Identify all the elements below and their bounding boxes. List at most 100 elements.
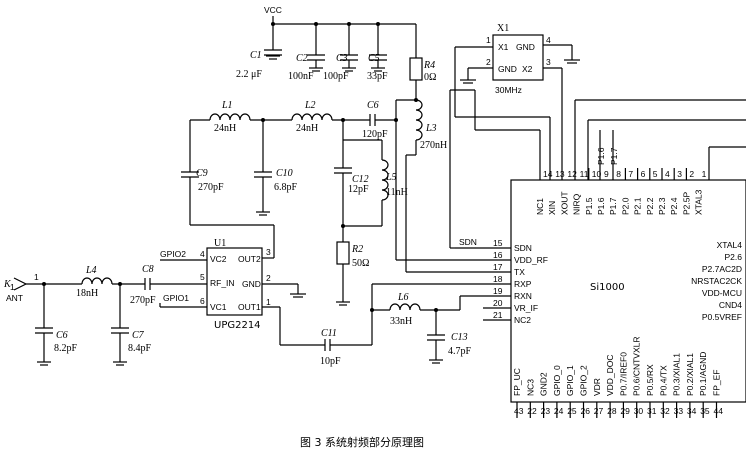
- c10-val: 6.8pF: [274, 182, 298, 193]
- l1-val: 24nH: [214, 123, 236, 134]
- cap-c9: C9 270pF: [181, 120, 275, 259]
- si-left-pin-num: 17: [493, 262, 503, 272]
- u1-p5: 5: [200, 272, 205, 282]
- x1-n2: 2: [486, 57, 491, 67]
- x1-n1: 1: [486, 35, 491, 45]
- si-bottom-pin-num: 33: [674, 406, 684, 416]
- si-top-pin-num: 13: [555, 169, 565, 179]
- si-top-pin-name: NIRQ: [572, 193, 582, 215]
- cap-c2: C2 100nF: [288, 24, 325, 82]
- l6-ref: L6: [397, 292, 409, 303]
- si-top-pin-num: 1: [702, 169, 707, 179]
- cap-c3: C3 100pF: [323, 24, 358, 82]
- c2-val: 100nF: [288, 71, 314, 82]
- l1-ref: L1: [221, 100, 233, 111]
- u1-vc2: VC2: [210, 254, 227, 264]
- si-bottom-pin-num: 30: [634, 406, 644, 416]
- c6b-val: 8.2pF: [54, 343, 78, 354]
- si-top-pin-num: 12: [567, 169, 577, 179]
- u1-out1: OUT1: [238, 302, 261, 312]
- ant-ref: K: [3, 279, 12, 290]
- vcc-label: VCC: [264, 5, 282, 15]
- si-top-pin-name: P2.3: [657, 197, 667, 215]
- si1000-body: [510, 179, 746, 403]
- si-top-pin-name: P2.4: [669, 197, 679, 215]
- c9-ref: C9: [196, 168, 208, 179]
- si-top-pin-num: 2: [689, 169, 694, 179]
- si-left-pin-num: 16: [493, 250, 503, 260]
- si-bottom-pin-num: 24: [554, 406, 564, 416]
- si-bottom-pin-name: GPIO_0: [552, 365, 562, 396]
- si-bottom-pin-num: 43: [514, 406, 524, 416]
- si-left-pin-name: TX: [514, 267, 525, 277]
- si-bottom-pin-name: P0.3/XIAL1: [672, 353, 682, 396]
- si-bottom-pin-num: 27: [594, 406, 604, 416]
- c11-ref: C11: [321, 328, 337, 339]
- c5-val: 33pF: [367, 71, 388, 82]
- u1-out2: OUT2: [238, 254, 261, 264]
- tank-c12-l5: C12 12pF L5 11nH R2 50Ω: [334, 120, 408, 306]
- crystal-body: [492, 34, 544, 81]
- x1-n4: 4: [546, 35, 551, 45]
- cap-c10: C10 6.8pF: [254, 120, 298, 216]
- si-top-pin-num: 10: [592, 169, 602, 179]
- c6-ref: C6: [367, 100, 379, 111]
- l2-ref: L2: [304, 100, 316, 111]
- c1-ref: C1: [250, 50, 262, 61]
- c10-ref: C10: [276, 168, 293, 179]
- c3-ref: C3: [336, 53, 348, 64]
- si-top-pin-num: 9: [604, 169, 609, 179]
- vdd-rf-net: [395, 98, 483, 273]
- u1-vc1: VC1: [210, 302, 227, 312]
- c13-val: 4.7pF: [448, 346, 472, 357]
- c3-val: 100pF: [323, 71, 349, 82]
- si-bottom-pin-name: VDD_DOC: [605, 354, 615, 396]
- si-bottom-pin-num: 23: [541, 406, 551, 416]
- si-bottom-pin-name: P0.7/IREF0: [618, 352, 628, 396]
- si-top-pin-name: P2.2: [645, 197, 655, 215]
- p17-ext-label: P1.7: [609, 147, 619, 165]
- node-1: 1: [34, 272, 39, 282]
- c13-ref: C13: [451, 332, 468, 343]
- si-bottom-pin-num: 32: [660, 406, 670, 416]
- c6b-ref: C6: [56, 330, 68, 341]
- si-top-pin-num: 7: [628, 169, 633, 179]
- c1-val: 2.2 μF: [236, 69, 262, 80]
- x1-freq: 30MHz: [495, 85, 522, 95]
- si-top-pin-num: 5: [653, 169, 658, 179]
- si-top-pin-num: 3: [677, 169, 682, 179]
- r4-ref: R4: [423, 60, 435, 71]
- sdn-net: SDN: [459, 237, 477, 247]
- si-left-pin-num: 20: [493, 298, 503, 308]
- si-right-pins: XTAL4P2.6P2.7AC2DNRSTAC2CKVDD-MCUCND4P0.…: [691, 240, 742, 322]
- si-bottom-pin-name: FP_EF: [712, 370, 722, 396]
- figure-caption: 图 3 系统射频部分原理图: [300, 435, 424, 449]
- vcc-rail: VCC: [264, 5, 416, 26]
- u1-rfin: RF_IN: [210, 278, 235, 288]
- c11-val: 10pF: [320, 356, 341, 367]
- gpio1-label: GPIO1: [163, 293, 189, 303]
- l5-ref: L5: [385, 172, 397, 183]
- x1-pin4: GND: [516, 42, 535, 52]
- crystal-x1: X1 X1 GND GND X2 1 2 4 3 30MHz: [450, 23, 580, 180]
- c12-val: 12pF: [348, 184, 369, 195]
- si-bottom-pin-name: P0.5/RX: [645, 364, 655, 396]
- si-top-pin-name: P2.0: [620, 197, 630, 215]
- l2-val: 24nH: [296, 123, 318, 134]
- u1-p1: 1: [266, 297, 271, 307]
- x1-pin2: GND: [498, 64, 517, 74]
- si-bottom-pin-num: 29: [620, 406, 630, 416]
- u1-ref: U1: [214, 238, 226, 249]
- x1-pin3: X2: [522, 64, 533, 74]
- si-bottom-pin-num: 25: [567, 406, 577, 416]
- si-top-pin-num: 8: [616, 169, 621, 179]
- si-top-pin-name: XTAL3: [694, 189, 704, 215]
- l3-val: 270nH: [420, 140, 447, 151]
- si-top-pin-name: XIN: [547, 201, 557, 215]
- u1-body: [206, 247, 263, 316]
- si-bottom-pins: 43FP_UC22NC323GND224GPIO_025GPIO_126GPIO…: [512, 336, 723, 418]
- c7-ref: C7: [132, 330, 145, 341]
- si-bottom-pin-num: 34: [687, 406, 697, 416]
